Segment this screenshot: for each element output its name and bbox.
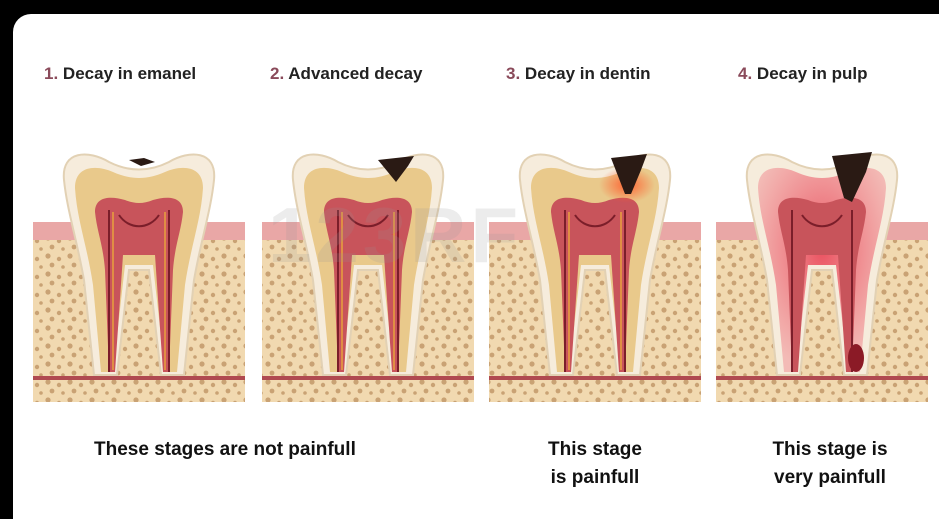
caption-line: very painfull — [740, 464, 920, 492]
caption-very-painful: This stage is very painfull — [740, 436, 920, 492]
caption-line: This stage — [520, 436, 670, 464]
caption-not-painful: These stages are not painfull — [94, 436, 356, 464]
caption-text: These stages are not painfull — [94, 439, 356, 460]
watermark-text: 123RF — [268, 190, 522, 281]
caption-painful: This stage is painfull — [520, 436, 670, 492]
caption-line: is painfull — [520, 464, 670, 492]
caption-line: This stage is — [740, 436, 920, 464]
